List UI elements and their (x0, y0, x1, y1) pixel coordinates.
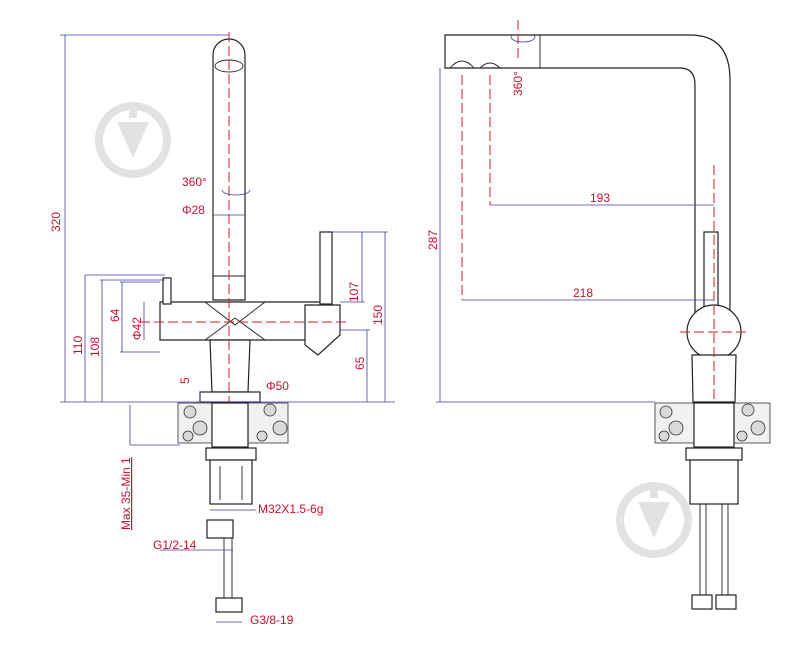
spout-diameter-label: Φ28 (182, 203, 205, 217)
height-total-label: 320 (49, 212, 63, 232)
thread-label: M32X1.5-6g (258, 502, 323, 516)
height-body-label: 64 (108, 308, 122, 322)
tap-logo-icon (95, 102, 171, 178)
height-lever-top-label: 150 (371, 305, 385, 325)
side-rotation-label: 360° (511, 71, 525, 96)
rotation-label: 360° (182, 175, 207, 189)
height-110-label: 110 (71, 336, 85, 355)
height-65-label: 65 (353, 356, 367, 370)
front-view: 320 360° Φ28 110 108 64 Φ42 107 150 65 5… (49, 32, 395, 627)
gap-label: 5 (178, 377, 192, 384)
hose-label: G3/8-19 (250, 613, 294, 627)
side-view: 287 360° 193 218 (426, 20, 771, 610)
inlet-label: G1/2-14 (153, 538, 197, 552)
reach-outer-label: 218 (573, 286, 593, 300)
worktop-label: Max 35-Min 1 (119, 457, 133, 530)
reach-inner-label: 193 (590, 191, 610, 205)
body-diameter-label: Φ42 (130, 317, 144, 340)
height-lever-label: 107 (347, 282, 361, 302)
height-108-label: 108 (88, 337, 102, 357)
stone-pattern (658, 403, 766, 442)
tap-logo-icon (616, 482, 692, 558)
base-diameter-label: Φ50 (266, 379, 289, 393)
side-height-label: 287 (426, 230, 440, 250)
stone-pattern (182, 403, 288, 442)
